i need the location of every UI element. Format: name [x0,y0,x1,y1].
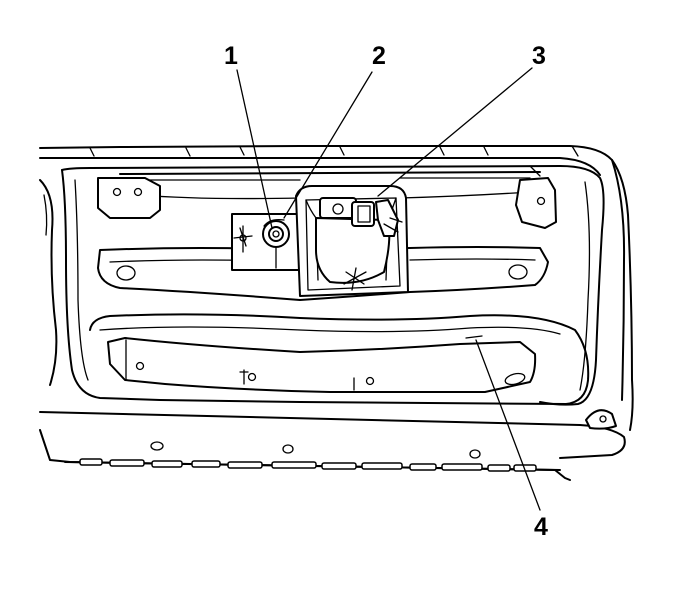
lock-cylinder [262,218,290,269]
lid-outer-panel [39,145,634,481]
callout-3: 3 [532,42,546,70]
callout-1: 1 [224,42,238,70]
leader-lines [236,67,541,511]
callout-2: 2 [372,42,386,70]
hem-slots [79,458,537,472]
inner-frame [61,165,617,430]
callout-4: 4 [534,513,548,541]
latch-assembly [295,185,409,297]
cable-fastener [233,225,253,253]
